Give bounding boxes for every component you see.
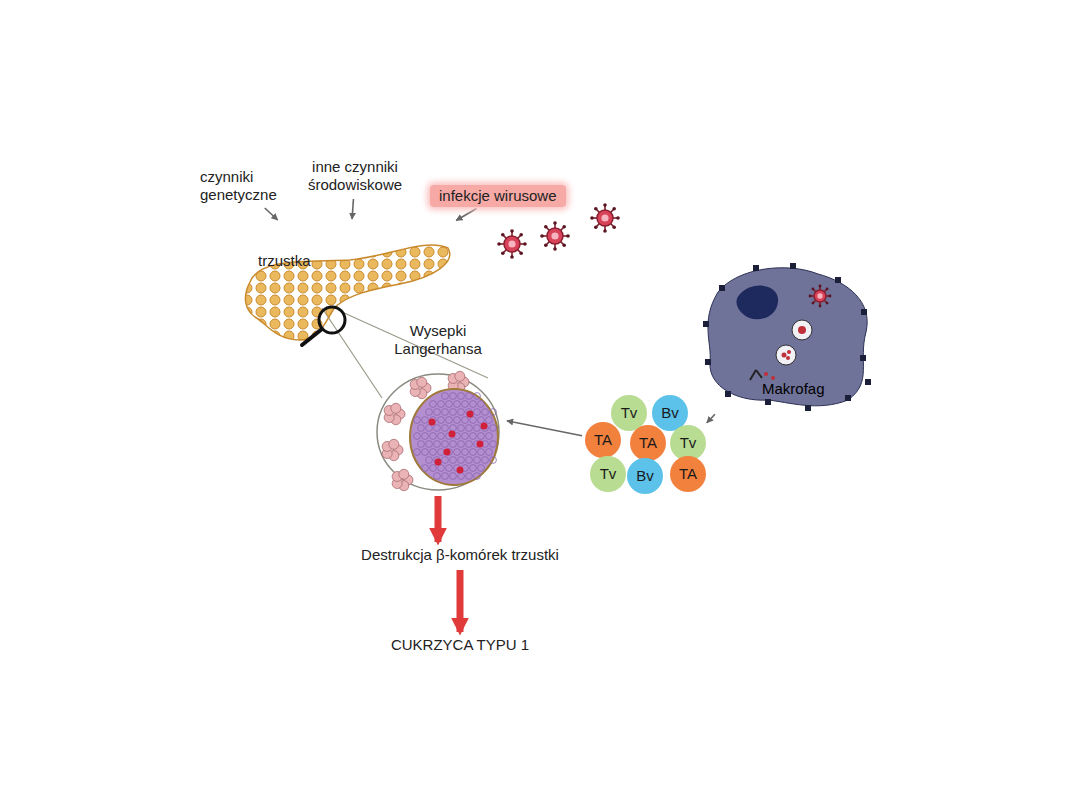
node-label: czynniki genetyczne <box>200 168 284 204</box>
macrophage-cell: Makrofag <box>698 262 876 412</box>
node-label: Destrukcja β-komórek trzustki <box>300 546 620 564</box>
factor-text: inne czynniki środowiskowe <box>297 158 413 196</box>
node-label: inne czynniki środowiskowe <box>297 158 413 194</box>
influence-arrow <box>507 421 582 436</box>
cell-label: TA <box>639 435 657 451</box>
cell-label: Tv <box>680 435 697 451</box>
flow-arrow <box>457 570 464 632</box>
cell-label: TA <box>594 432 612 448</box>
cell-label: Tv <box>621 405 638 421</box>
node-label: Makrofag <box>762 380 876 398</box>
node-label: CUKRZYCA TYPU 1 <box>360 636 560 654</box>
virus-group <box>497 203 620 259</box>
outcome-text: Destrukcja β-komórek trzustki <box>300 546 620 566</box>
immune-cell: TA <box>670 456 706 492</box>
cell-label: TA <box>679 466 697 482</box>
factor-text: czynniki genetyczne <box>200 168 284 206</box>
islet-zoom: Wysepki Langerhansa <box>372 322 504 492</box>
zoom-line <box>322 308 382 398</box>
influence-arrow <box>352 199 353 219</box>
influence-arrow <box>707 414 715 423</box>
node-label: Wysepki Langerhansa <box>372 322 504 358</box>
outcome-text: CUKRZYCA TYPU 1 <box>360 636 560 656</box>
flow-arrow <box>435 496 442 542</box>
influence-arrow <box>456 209 476 221</box>
influence-arrow <box>265 208 278 220</box>
immune-cell: TA <box>630 425 666 461</box>
cell-label: Bv <box>661 405 679 421</box>
immune-cell: TA <box>585 422 621 458</box>
immune-cell: Bv <box>627 458 663 494</box>
cell-label: Bv <box>636 468 654 484</box>
cell-label: Tv <box>600 466 617 482</box>
node-label: infekcje wirusowe <box>439 187 557 205</box>
immune-cell: Tv <box>590 456 626 492</box>
highlight-box: infekcje wirusowe <box>430 185 566 207</box>
node-label: trzustka <box>258 252 455 270</box>
